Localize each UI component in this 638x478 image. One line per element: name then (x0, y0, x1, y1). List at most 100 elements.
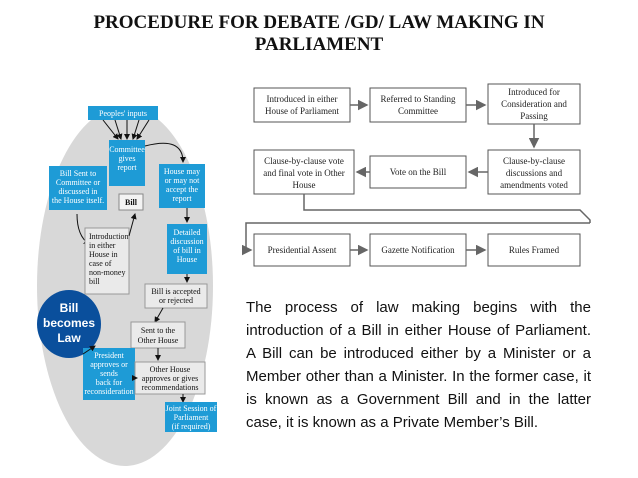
bill-label: Bill (125, 198, 138, 207)
introduction-box (84, 227, 130, 295)
svg-text:amendments voted: amendments voted (500, 180, 568, 190)
svg-text:House: House (177, 255, 198, 264)
flow-label-other-house-vote: Clause-by-clause vote and final vote in … (263, 156, 344, 190)
intro-to-bill-arrow (128, 213, 137, 237)
flow-box-rules (487, 233, 581, 267)
svg-text:back for: back for (96, 378, 123, 387)
svg-text:becomes: becomes (43, 316, 95, 330)
law-making-flowchart: Introduced in either House of Parliament… (242, 83, 591, 267)
svg-text:discussion: discussion (170, 237, 203, 246)
svg-text:accept the: accept the (166, 185, 199, 194)
flow-label-rules: Rules Framed (509, 245, 560, 255)
title-line-1: PROCEDURE FOR DEBATE /GD/ LAW MAKING IN (93, 12, 545, 33)
description-paragraph: The process of law making begins with th… (246, 299, 591, 431)
peoples-inputs-label: Peoples' inputs (99, 109, 147, 118)
flow-box-introduced (253, 87, 351, 123)
bill-becomes-law-oval (37, 290, 101, 358)
svg-text:House in: House in (89, 250, 118, 259)
svg-text:non-money: non-money (89, 268, 125, 277)
title-line-2: PARLIAMENT (254, 34, 384, 55)
svg-text:of bill in: of bill in (173, 246, 201, 255)
bill-becomes-law-label: Bill becomes Law (43, 301, 95, 345)
flow-box-vote (369, 155, 467, 189)
svg-text:Passing: Passing (520, 111, 548, 121)
svg-text:Clause-by-clause vote: Clause-by-clause vote (264, 156, 344, 166)
accepted-to-sent-arrow (154, 307, 164, 323)
introduction-label: Introduction in either House in case of … (89, 232, 129, 286)
committee-label: Committee gives report (109, 145, 145, 172)
bill-sent-label: Bill Sent to Committee or discussed in t… (52, 169, 104, 205)
other-house-label: Other House approves or gives recommenda… (142, 365, 199, 392)
joint-session-label: Joint Session of Parliament (if required… (166, 404, 217, 431)
svg-text:approves or: approves or (90, 360, 128, 369)
flow-box-assent (253, 233, 351, 267)
svg-text:and final vote in Other: and final vote in Other (263, 168, 344, 178)
svg-text:Other House: Other House (138, 336, 179, 345)
detailed-label: Detailed discussion of bill in House (170, 228, 203, 264)
sent-other-house-label: Sent to the Other House (138, 326, 179, 345)
svg-text:Detailed: Detailed (173, 228, 200, 237)
svg-text:Committee or: Committee or (56, 178, 101, 187)
svg-text:Bill: Bill (60, 301, 79, 315)
flow-box-committee (369, 87, 467, 123)
svg-text:Committee: Committee (398, 106, 438, 116)
svg-text:Clause-by-clause: Clause-by-clause (503, 156, 565, 166)
svg-text:Introduced in either: Introduced in either (267, 94, 338, 104)
flow-label-vote: Vote on the Bill (390, 167, 447, 177)
flow-box-clause-discussion (487, 149, 581, 195)
house-may-label: House may or may not accept the report (164, 167, 200, 203)
committee-box (109, 140, 145, 186)
flow-box-consideration (487, 83, 581, 125)
president-label: President approves or sends back for rec… (84, 351, 133, 396)
svg-text:gives: gives (119, 154, 136, 163)
bill-sent-box (49, 166, 107, 210)
bill-box (118, 193, 144, 211)
svg-text:or rejected: or rejected (159, 296, 193, 305)
svg-text:Other House: Other House (150, 365, 191, 374)
svg-text:Referred to Standing: Referred to Standing (381, 94, 456, 104)
curve-arrow-top (144, 142, 186, 163)
flow-label-clause-discussion: Clause-by-clause discussions and amendme… (500, 156, 568, 190)
svg-text:discussed in: discussed in (59, 187, 98, 196)
svg-text:report: report (117, 163, 137, 172)
president-to-law-arrow (82, 345, 96, 355)
svg-text:recommendations: recommendations (142, 383, 199, 392)
svg-text:reconsideration: reconsideration (84, 387, 133, 396)
flow-arrows (242, 99, 591, 256)
svg-text:or may not: or may not (165, 176, 200, 185)
svg-text:approves or gives: approves or gives (142, 374, 198, 383)
svg-text:House: House (293, 180, 316, 190)
bill-accepted-box (144, 283, 208, 309)
joint-session-box (165, 402, 217, 432)
svg-text:House may: House may (164, 167, 200, 176)
svg-text:report: report (172, 194, 192, 203)
flow-label-gazette: Gazette Notification (381, 245, 455, 255)
flow-box-other-house-vote (253, 149, 355, 195)
svg-text:bill: bill (89, 277, 100, 286)
svg-text:sends: sends (100, 369, 118, 378)
svg-text:the House itself.: the House itself. (52, 196, 104, 205)
president-box (83, 348, 135, 400)
svg-text:Parliament: Parliament (174, 413, 209, 422)
other-house-box (134, 361, 206, 395)
svg-text:Committee: Committee (109, 145, 145, 154)
svg-text:President: President (94, 351, 125, 360)
svg-text:discussions and: discussions and (506, 168, 563, 178)
bill-accepted-label: Bill is accepted or rejected (151, 287, 200, 305)
svg-text:Law: Law (57, 331, 81, 345)
svg-text:(if required): (if required) (172, 422, 211, 431)
svg-text:Introduction: Introduction (89, 232, 129, 241)
svg-text:Consideration and: Consideration and (501, 99, 567, 109)
svg-text:Joint Session of: Joint Session of (166, 404, 217, 413)
svg-text:in either: in either (89, 241, 116, 250)
flow-label-assent: Presidential Assent (268, 245, 337, 255)
detailed-box (167, 224, 207, 274)
flow-label-consideration: Introduced for Consideration and Passing (501, 87, 567, 121)
law-making-cycle-diagram: Peoples' inputs Committee gives report B… (37, 106, 217, 466)
flow-label-committee: Referred to Standing Committee (381, 94, 456, 116)
svg-text:case of: case of (89, 259, 112, 268)
input-arrows (102, 119, 150, 140)
svg-text:Bill is accepted: Bill is accepted (151, 287, 200, 296)
flow-label-introduced: Introduced in either House of Parliament (265, 94, 339, 116)
house-may-box (159, 164, 205, 208)
